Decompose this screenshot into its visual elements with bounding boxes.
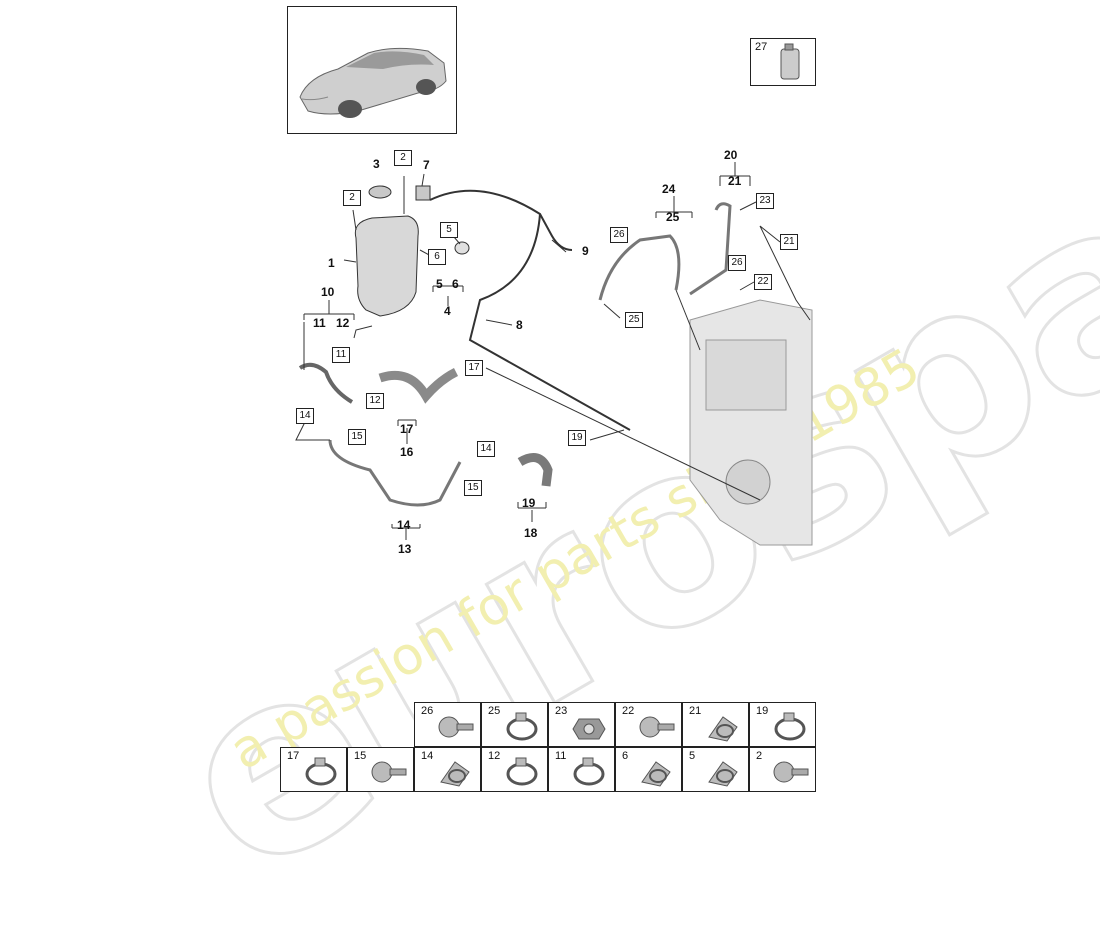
- legend-item: 12: [481, 747, 548, 792]
- boxed-callout-2: 2: [343, 190, 361, 206]
- legend-number: 22: [622, 705, 635, 717]
- legend-number: 19: [756, 705, 769, 717]
- callout-3: 3: [373, 157, 380, 171]
- legend-number: 14: [421, 750, 434, 762]
- screw-icon: [371, 761, 407, 783]
- boxed-callout-15: 15: [348, 429, 366, 445]
- screw-icon: [773, 761, 809, 783]
- inset-part-27: 27: [750, 38, 816, 86]
- legend-item: 11: [548, 747, 615, 792]
- legend-number: 25: [488, 705, 501, 717]
- boxed-callout-11: 11: [332, 347, 350, 363]
- legend-number: 26: [421, 705, 434, 717]
- boxed-callout-19: 19: [568, 430, 586, 446]
- callout-19-group: 19: [522, 496, 536, 510]
- boxed-callout-23: 23: [756, 193, 774, 209]
- legend-item: 2: [749, 747, 816, 792]
- callout-24: 24: [662, 182, 676, 196]
- hose-clamp-icon: [774, 712, 806, 741]
- hose-clamp-icon: [305, 757, 337, 786]
- legend-number: 12: [488, 750, 501, 762]
- boxed-callout-14: 14: [477, 441, 495, 457]
- boxed-callout-22: 22: [754, 274, 772, 290]
- callout-1: 1: [328, 256, 335, 270]
- legend-item: 21: [682, 702, 749, 747]
- car-icon: [299, 47, 447, 118]
- legend-item: 5: [682, 747, 749, 792]
- boxed-callout-12: 12: [366, 393, 384, 409]
- callout-5-group: 5: [436, 277, 443, 291]
- callout-18: 18: [524, 526, 538, 540]
- nut-icon: [572, 718, 606, 740]
- diagram-lines: [295, 162, 813, 546]
- legend-item: 26: [414, 702, 481, 747]
- legend-number: 15: [354, 750, 367, 762]
- legend-number: 6: [622, 750, 629, 762]
- boxed-callout-17: 17: [465, 360, 483, 376]
- boxed-callout-14: 14: [296, 408, 314, 424]
- legend-number: 11: [555, 750, 567, 762]
- boxed-callout-26: 26: [610, 227, 628, 243]
- legend-item: 19: [749, 702, 816, 747]
- callout-13: 13: [398, 542, 412, 556]
- callout-10: 10: [321, 285, 335, 299]
- callout-17-group: 17: [400, 422, 414, 436]
- boxed-callout-25: 25: [625, 312, 643, 328]
- callout-4: 4: [444, 304, 451, 318]
- boxed-callout-15: 15: [464, 480, 482, 496]
- callout-7: 7: [423, 158, 430, 172]
- legend-number: 2: [756, 750, 763, 762]
- legend-item: 23: [548, 702, 615, 747]
- callout-14-group: 14: [397, 518, 411, 532]
- callout-6-group: 6: [452, 277, 459, 291]
- legend-number: 21: [689, 705, 702, 717]
- hose-clamp-icon: [573, 757, 605, 786]
- legend-number: 23: [555, 705, 568, 717]
- legend-item: 15: [347, 747, 414, 792]
- boxed-callout-21: 21: [780, 234, 798, 250]
- hose-clamp-icon: [506, 712, 538, 741]
- clip-icon: [440, 761, 470, 787]
- clip-icon: [708, 761, 738, 787]
- legend-item: 22: [615, 702, 682, 747]
- callout-20: 20: [724, 148, 738, 162]
- callout-16: 16: [400, 445, 414, 459]
- boxed-callout-5: 5: [440, 222, 458, 238]
- clip-icon: [708, 716, 738, 742]
- callout-8: 8: [516, 318, 523, 332]
- legend-number: 5: [689, 750, 696, 762]
- parts-diagram: eurospares a passion for parts since 198…: [129, 0, 1100, 932]
- inset-part-number: 27: [755, 41, 768, 53]
- legend-item: 25: [481, 702, 548, 747]
- boxed-callout-6: 6: [428, 249, 446, 265]
- legend-number: 17: [287, 750, 300, 762]
- screw-icon: [438, 716, 474, 738]
- hose-clamp-icon: [506, 757, 538, 786]
- boxed-callout-26: 26: [728, 255, 746, 271]
- callout-25-group: 25: [666, 210, 680, 224]
- legend-item: 17: [280, 747, 347, 792]
- legend-item: 6: [615, 747, 682, 792]
- screw-icon: [639, 716, 675, 738]
- callout-21-group: 21: [728, 174, 742, 188]
- fluid-bottle-icon: [780, 43, 800, 80]
- car-thumbnail: [287, 6, 457, 134]
- callout-12-group: 12: [336, 316, 350, 330]
- callout-11-group: 11: [313, 316, 326, 330]
- callout-9: 9: [582, 244, 589, 258]
- clip-icon: [641, 761, 671, 787]
- boxed-callout-2: 2: [394, 150, 412, 166]
- legend-item: 14: [414, 747, 481, 792]
